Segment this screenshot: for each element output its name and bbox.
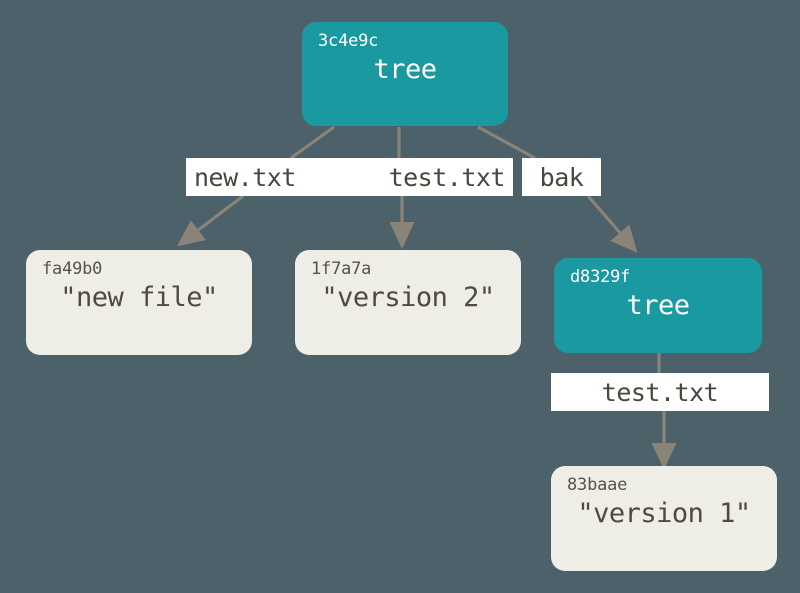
edge-line-root-to-bak — [477, 125, 536, 160]
node-hash: fa49b0 — [42, 259, 103, 279]
node-bak-tree[interactable]: d8329f tree — [554, 258, 762, 353]
node-blob-version-2[interactable]: 1f7a7a "version 2" — [295, 250, 521, 355]
node-hash: 83baae — [567, 475, 628, 495]
node-hash: 3c4e9c — [318, 31, 379, 51]
edge-line-root-to-new-txt — [290, 125, 335, 160]
edge-label-test-txt-bak[interactable]: test.txt — [551, 373, 769, 411]
node-blob-version-1[interactable]: 83baae "version 1" — [551, 466, 777, 571]
edge-label-group-new-and-test: new.txt test.txt — [186, 158, 513, 196]
edge-label-bak[interactable]: bak — [522, 158, 601, 196]
node-content: "version 2" — [321, 281, 495, 313]
edge-arrow-bak-to-tree — [586, 194, 638, 253]
node-hash: d8329f — [570, 267, 631, 287]
node-blob-new-file[interactable]: fa49b0 "new file" — [26, 250, 252, 355]
node-root-tree[interactable]: 3c4e9c tree — [302, 22, 508, 126]
node-hash: 1f7a7a — [311, 259, 372, 279]
edge-label-new-txt[interactable]: new.txt — [194, 162, 296, 192]
edge-arrow-new-txt-to-blob — [176, 194, 244, 247]
node-content: "new file" — [60, 281, 218, 313]
node-content: tree — [626, 289, 690, 321]
node-content: tree — [373, 53, 437, 85]
edge-label-test-txt[interactable]: test.txt — [388, 162, 506, 192]
node-content: "version 1" — [577, 497, 751, 529]
